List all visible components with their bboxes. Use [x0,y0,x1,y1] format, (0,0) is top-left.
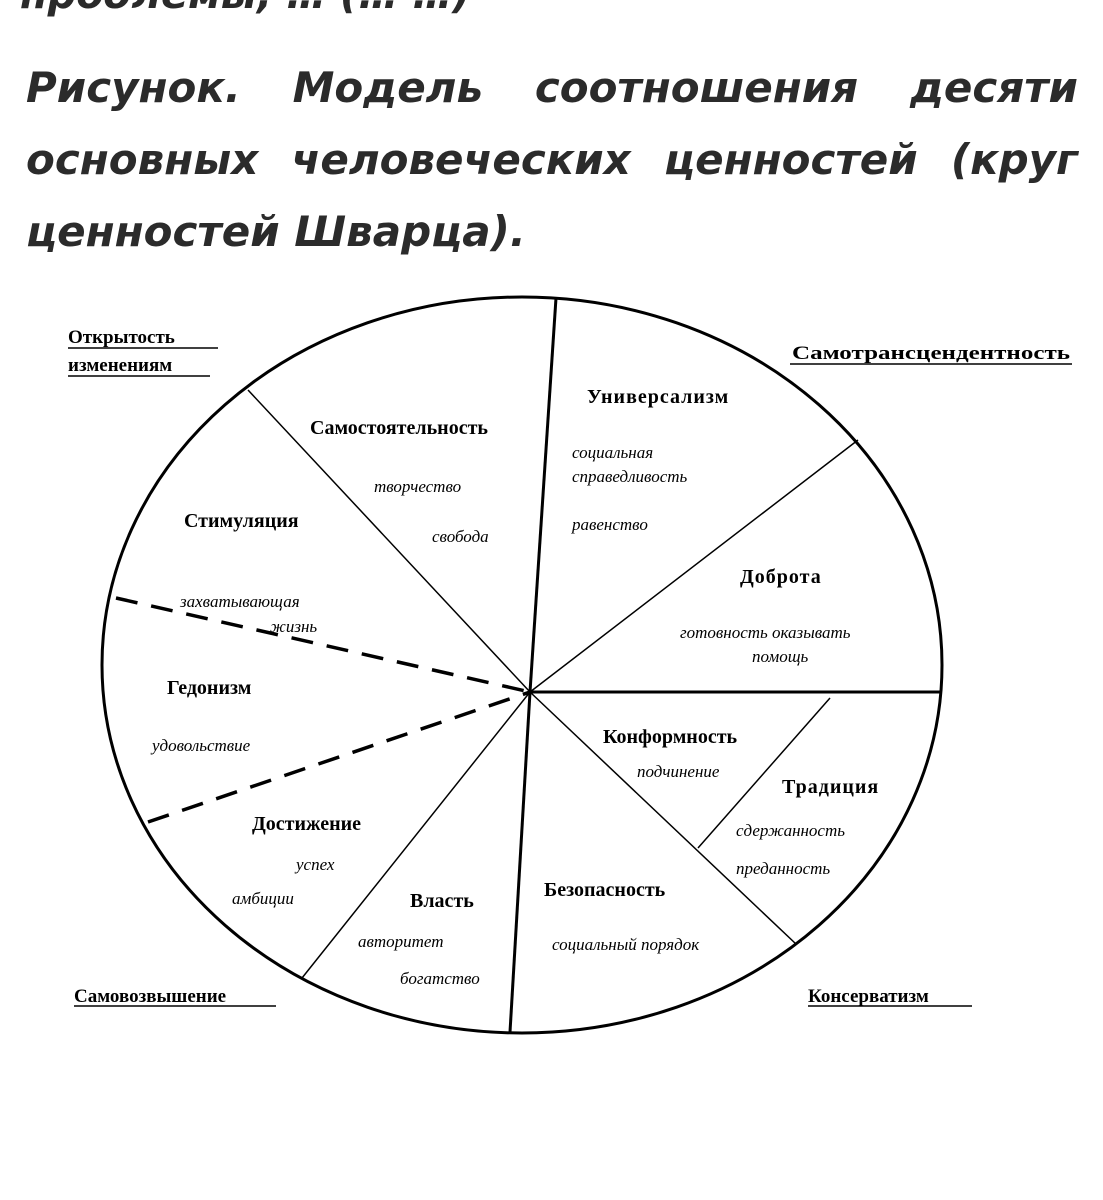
value-note-self-direction-creativity: творчество [374,477,461,496]
divider-security-power [508,691,532,1033]
value-note-stimulation-exciting: захватывающая [179,592,300,611]
value-note-achievement-success: успех [294,855,335,874]
value-name-power: Власть [410,890,474,912]
divider-conformity-tradition [697,697,831,849]
value-note-security-order: социальный порядок [552,935,700,954]
value-name-self-direction: Самостоятельность [310,417,488,439]
value-name-conformity: Конформность [603,726,738,748]
divider-power-achievement [301,691,531,979]
value-name-hedonism: Гедонизм [167,677,251,699]
value-note-tradition-restraint: сдержанность [736,821,845,840]
corner-label-self-transcendence: Самотрансцендентность [792,343,1070,364]
value-note-power-authority: авторитет [358,932,444,951]
value-note-conformity-obedience: подчинение [637,762,720,781]
value-note-hedonism-pleasure: удовольствие [150,736,251,755]
corner-label-self-enhancement: Самовозвышение [74,986,226,1007]
figure-caption: Рисунок. Модель соотношения десяти основ… [26,63,1078,256]
value-note-universalism-social: социальная [572,443,653,462]
value-note-tradition-devotion: преданность [736,859,830,878]
value-note-universalism-equality: равенство [571,515,648,534]
dashed-divider-hedonism-achievement [147,690,531,824]
divider-conformity-security [529,691,797,945]
value-name-tradition: Традиция [782,776,879,798]
corner-label-conservation: Консерватизм [808,986,929,1007]
value-name-security: Безопасность [544,879,666,901]
corner-label-openness-line1: Открытость [68,327,175,348]
value-note-achievement-ambition: амбиции [232,889,294,908]
value-name-achievement: Достижение [252,813,361,835]
value-note-benevolence-help: помощь [752,647,809,666]
value-name-benevolence: Доброта [740,566,822,588]
divider-stimulation-self-direction [247,389,531,693]
value-note-power-wealth: богатство [400,969,480,988]
value-note-benevolence-readiness: готовность оказывать [680,623,851,642]
outer-circle [100,295,944,1035]
schwartz-value-circle-figure: Открытость изменениям Самотрансцендентно… [0,280,1103,1070]
value-name-universalism: Универсализм [587,386,729,408]
divider-universalism-benevolence [529,439,859,693]
corner-label-openness-line2: изменениям [68,355,172,376]
value-circle-svg: Открытость изменениям Самотрансцендентно… [68,295,1072,1035]
value-note-universalism-justice: справедливость [572,467,688,486]
value-note-self-direction-freedom: свобода [432,527,489,546]
value-name-stimulation: Стимуляция [184,510,299,532]
divider-self-direction-universalism [528,297,558,693]
value-note-stimulation-life: жизнь [270,617,317,636]
cut-off-text-line: проблемы, … (… …) [20,0,471,18]
